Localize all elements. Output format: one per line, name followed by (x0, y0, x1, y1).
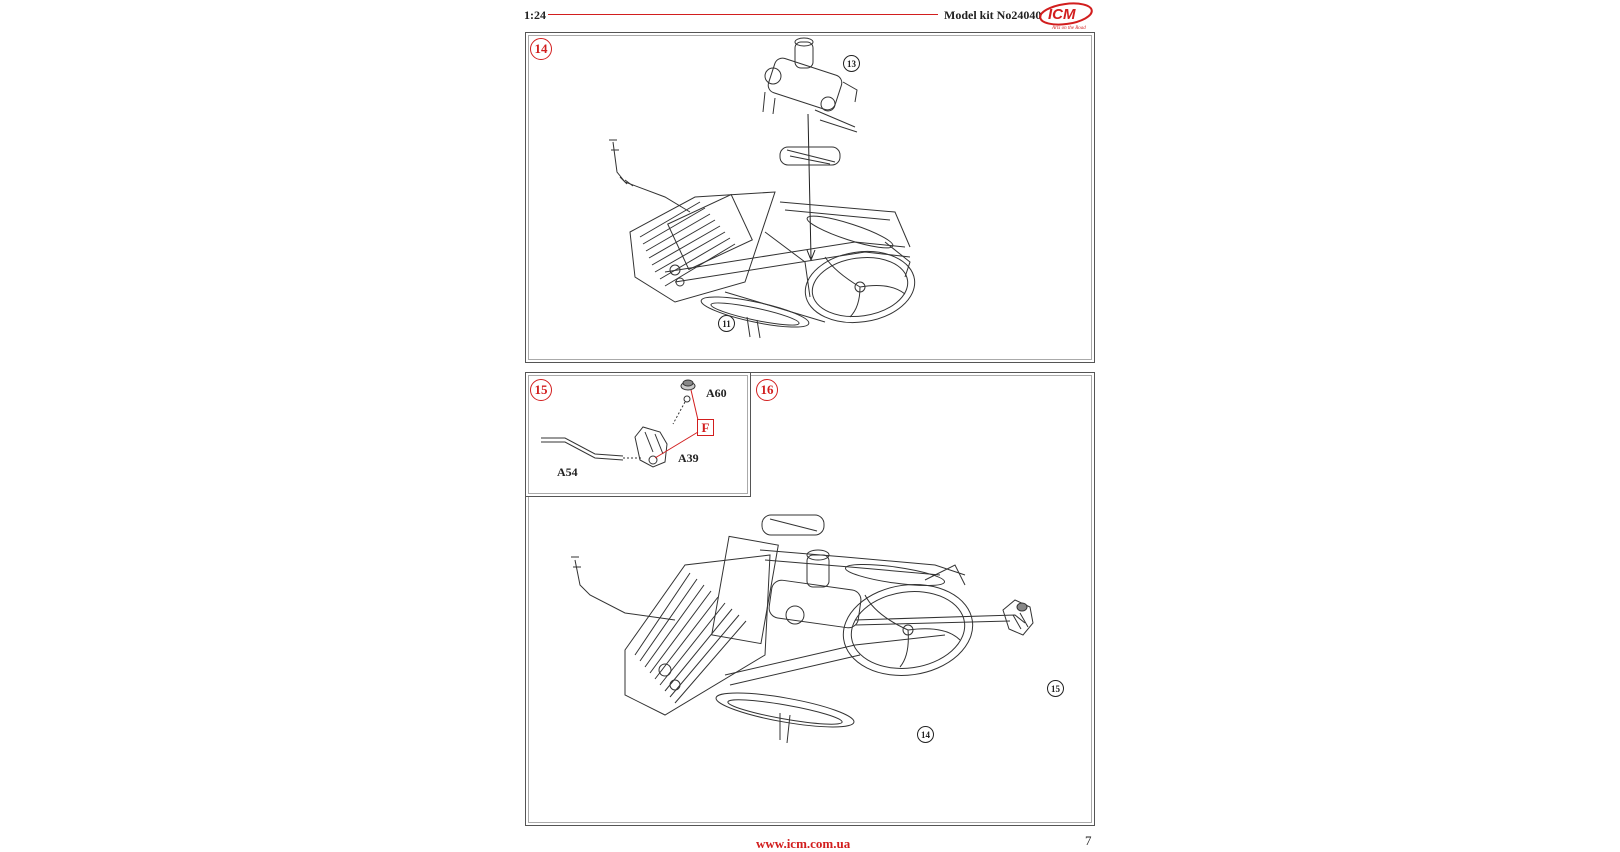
steering-bracket-illustration (1003, 600, 1033, 635)
model-kit-label: Model kit No24040 (944, 8, 1042, 22)
icm-logo: ICM Arts on the Road (1039, 2, 1093, 30)
svg-text:Arts on the Road: Arts on the Road (1051, 26, 1086, 30)
page-number: 7 (1085, 833, 1092, 848)
ref-14-badge: 14 (917, 726, 934, 743)
step-15-parts-drawing (525, 372, 749, 495)
step-15-badge: 15 (530, 379, 552, 401)
part-a39-label: A39 (678, 451, 699, 465)
step-14-panel (525, 32, 1095, 363)
svg-text:ICM: ICM (1048, 6, 1076, 23)
ref-11-badge: 11 (718, 315, 735, 332)
ref-15-badge: 15 (1047, 680, 1064, 697)
steering-wheel-illustration (837, 576, 978, 683)
left-arm-illustration (609, 140, 690, 212)
frame-rails-illustration (665, 202, 910, 322)
part-a54-label: A54 (557, 465, 578, 479)
paint-code-f-box: F (697, 419, 714, 436)
ribbed-platform-illustration (630, 192, 775, 302)
step-14-badge: 14 (530, 38, 552, 60)
step-16-chassis-drawing (525, 495, 1093, 824)
ref-13-badge: 13 (843, 55, 860, 72)
ribbed-platform-illustration (625, 536, 778, 715)
engine-assembly-illustration (763, 38, 857, 132)
engine-illustration (768, 550, 862, 629)
front-tank-illustration (780, 147, 840, 165)
step-14-chassis-drawing (525, 32, 1093, 361)
step-16-panel (525, 372, 1095, 826)
steering-wheel-illustration (801, 245, 920, 330)
part-a60-label: A60 (706, 386, 727, 400)
footer-url: www.icm.com.ua (756, 836, 851, 851)
step-16-badge: 16 (756, 379, 778, 401)
scale-label: 1:24 (524, 8, 546, 22)
header-rule (548, 14, 938, 15)
leaf-springs-illustration (699, 210, 895, 338)
